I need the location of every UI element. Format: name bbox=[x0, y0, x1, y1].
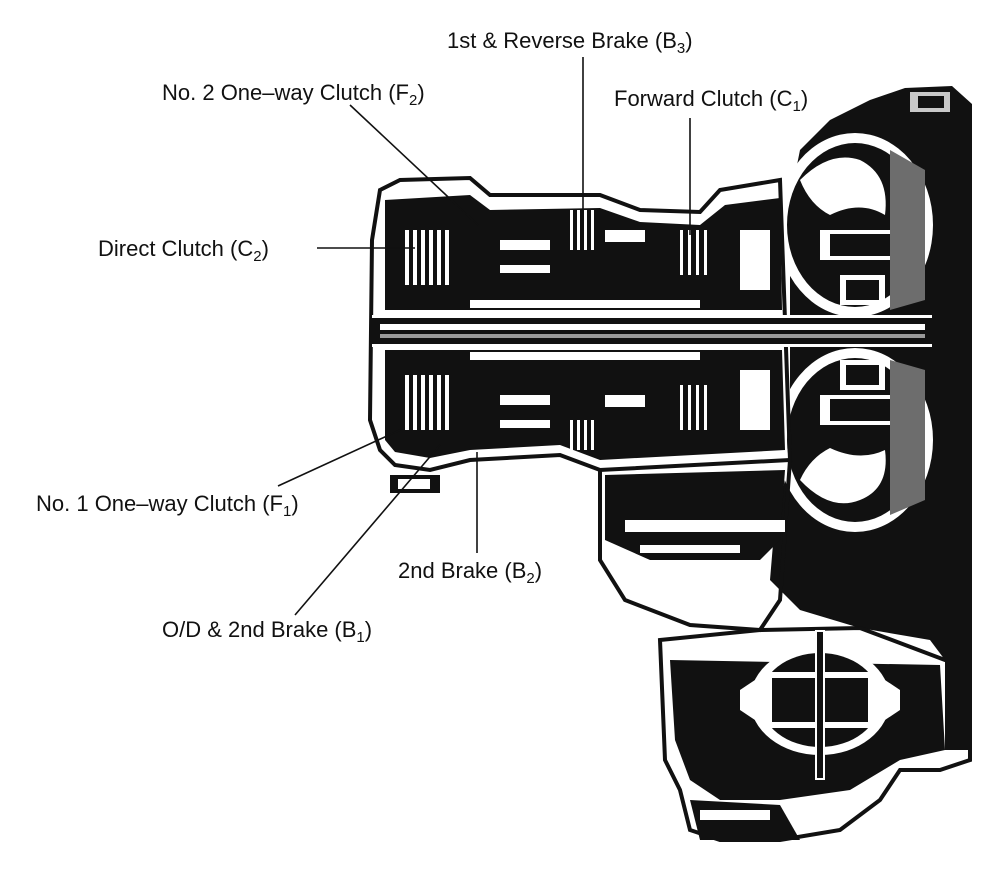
label-od-2nd-brake: O/D & 2nd Brake (B1) bbox=[162, 617, 372, 646]
label-1st-reverse-brake: 1st & Reverse Brake (B3) bbox=[447, 28, 693, 57]
label-no2-one-way-clutch: No. 2 One–way Clutch (F2) bbox=[162, 80, 425, 109]
label-direct-clutch: Direct Clutch (C2) bbox=[98, 236, 269, 265]
torque-converter-upper bbox=[777, 133, 933, 317]
label-2nd-brake: 2nd Brake (B2) bbox=[398, 558, 542, 587]
gearbox-interior bbox=[385, 195, 782, 310]
transmission-illustration bbox=[367, 86, 972, 842]
torque-converter-lower bbox=[777, 348, 933, 532]
right-axle-flange bbox=[945, 660, 970, 750]
differential-gears bbox=[740, 630, 900, 780]
label-no1-one-way-clutch: No. 1 One–way Clutch (F1) bbox=[36, 491, 299, 520]
differential-housing bbox=[657, 625, 972, 842]
clutch-pack-detail bbox=[405, 210, 770, 450]
label-forward-clutch: Forward Clutch (C1) bbox=[614, 86, 808, 115]
leader-lines bbox=[277, 57, 691, 616]
leader-b1 bbox=[294, 444, 441, 616]
leader-f1 bbox=[277, 429, 401, 487]
transfer-housing bbox=[598, 459, 792, 633]
leader-f2 bbox=[349, 104, 479, 226]
